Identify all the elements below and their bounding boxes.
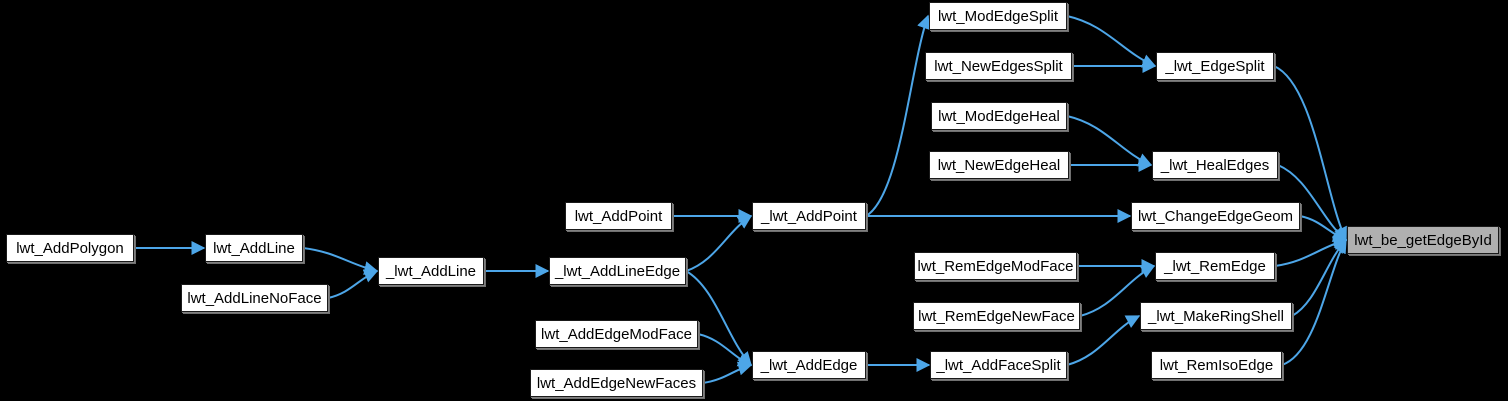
graph-edge-_lwt_AddLineEdge--_lwt_AddEdge [685, 270, 752, 367]
graph-edge-lwt_AddEdgeNewFaces--_lwt_AddEdge [702, 361, 753, 384]
graph-node-_lwt_AddFaceSplit[interactable]: _lwt_AddFaceSplit [930, 351, 1067, 379]
graph-edge-lwt_RemIsoEdge--lwt_be_getEdgeById [1281, 238, 1347, 366]
graph-node-lwt_ModEdgeSplit[interactable]: lwt_ModEdgeSplit [929, 2, 1067, 30]
graph-node-lwt_AddEdgeNewFaces[interactable]: lwt_AddEdgeNewFaces [530, 369, 703, 397]
graph-node-lwt_AddPolygon[interactable]: lwt_AddPolygon [6, 234, 134, 262]
graph-node-lwt_NewEdgeHeal[interactable]: lwt_NewEdgeHeal [929, 151, 1069, 179]
graph-node-_lwt_MakeRingShell[interactable]: _lwt_MakeRingShell [1140, 302, 1292, 330]
graph-node-lwt_NewEdgesSplit[interactable]: lwt_NewEdgesSplit [925, 52, 1072, 80]
graph-node-lwt_RemIsoEdge[interactable]: lwt_RemIsoEdge [1151, 351, 1282, 379]
graph-node-lwt_AddLine[interactable]: lwt_AddLine [205, 234, 303, 262]
graph-node-lwt_AddEdgeModFace[interactable]: lwt_AddEdgeModFace [535, 320, 698, 348]
graph-edge-lwt_AddEdgeModFace--_lwt_AddEdge [697, 333, 753, 367]
graph-node-_lwt_AddLine[interactable]: _lwt_AddLine [378, 257, 484, 285]
graph-edge-_lwt_EdgeSplit--lwt_be_getEdgeById [1273, 65, 1347, 242]
graph-node-lwt_ChangeEdgeGeom[interactable]: lwt_ChangeEdgeGeom [1131, 202, 1300, 230]
graph-node-_lwt_AddPoint[interactable]: _lwt_AddPoint [752, 202, 866, 230]
graph-edge-lwt_ModEdgeSplit--_lwt_EdgeSplit [1066, 15, 1157, 68]
graph-node-lwt_RemEdgeModFace[interactable]: lwt_RemEdgeModFace [914, 252, 1077, 280]
graph-edge-lwt_ModEdgeHeal--_lwt_HealEdges [1066, 115, 1153, 167]
graph-node-_lwt_RemEdge[interactable]: _lwt_RemEdge [1155, 252, 1275, 280]
graph-edge-lwt_AddLine--_lwt_AddLine [302, 247, 379, 275]
graph-node-lwt_be_getEdgeById[interactable]: lwt_be_getEdgeById [1347, 226, 1499, 254]
graph-node-_lwt_AddEdge[interactable]: _lwt_AddEdge [752, 351, 866, 379]
graph-edge-lwt_AddLineNoFace--_lwt_AddLine [327, 269, 379, 299]
graph-node-_lwt_AddLineEdge[interactable]: _lwt_AddLineEdge [549, 257, 686, 285]
graph-edge-_lwt_AddFaceSplit--_lwt_MakeRingShell [1066, 315, 1141, 366]
graph-node-lwt_ModEdgeHeal[interactable]: lwt_ModEdgeHeal [931, 102, 1067, 130]
graph-node-_lwt_HealEdges[interactable]: _lwt_HealEdges [1152, 151, 1278, 179]
graph-node-lwt_AddLineNoFace[interactable]: lwt_AddLineNoFace [181, 284, 328, 312]
graph-node-lwt_RemEdgeNewFace[interactable]: lwt_RemEdgeNewFace [913, 302, 1080, 330]
graph-node-_lwt_EdgeSplit[interactable]: _lwt_EdgeSplit [1156, 52, 1274, 80]
graph-edge-_lwt_AddLineEdge--_lwt_AddPoint [685, 215, 753, 272]
graph-edge-lwt_RemEdgeNewFace--_lwt_RemEdge [1079, 265, 1156, 317]
graph-node-lwt_AddPoint[interactable]: lwt_AddPoint [565, 202, 672, 230]
graph-edge-_lwt_AddPoint--lwt_ModEdgeSplit [865, 14, 931, 217]
